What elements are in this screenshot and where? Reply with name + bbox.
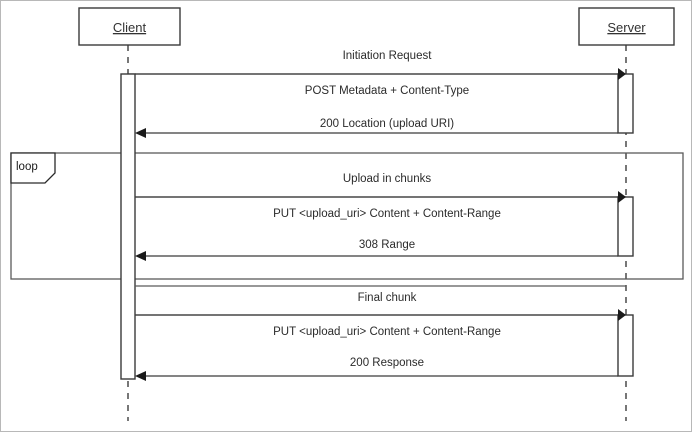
message-post-metadata[interactable]: POST Metadata + Content-Type xyxy=(135,68,626,97)
activation-bar-server-chunk xyxy=(617,196,634,257)
section-final-chunk: Final chunk xyxy=(135,285,626,316)
participant-client[interactable]: Client xyxy=(78,7,181,46)
loop-fragment[interactable]: loop xyxy=(10,152,684,280)
participant-box-server xyxy=(578,7,675,46)
participant-box-client xyxy=(78,7,181,46)
message-put-chunk[interactable]: PUT <upload_uri> Content + Content-Range xyxy=(135,191,626,220)
activation-bar-server-final xyxy=(617,314,634,377)
section-header-final-chunk: Final chunk xyxy=(358,292,417,304)
message-put-final[interactable]: PUT <upload_uri> Content + Content-Range xyxy=(135,309,626,338)
section-header-initiation: Initiation Request xyxy=(343,50,433,62)
message-label-post-metadata: POST Metadata + Content-Type xyxy=(305,85,469,97)
activation-bar-server-initiation xyxy=(617,73,634,134)
arrowhead-post-metadata xyxy=(618,68,626,80)
message-308-range[interactable]: 308 Range xyxy=(135,239,618,261)
participant-label-server: Server xyxy=(607,20,646,35)
arrowhead-200-response xyxy=(135,371,146,381)
message-200-location[interactable]: 200 Location (upload URI) xyxy=(135,118,618,138)
message-200-response[interactable]: 200 Response xyxy=(135,357,618,381)
section-initiation: Initiation Request xyxy=(128,50,626,75)
section-upload-chunks: Upload in chunks xyxy=(135,173,626,198)
arrowhead-put-chunk xyxy=(618,191,626,203)
loop-fragment-operator-label: loop xyxy=(16,161,38,173)
arrowhead-308-range xyxy=(135,251,146,261)
arrowhead-200-location xyxy=(135,128,146,138)
message-label-200-response: 200 Response xyxy=(350,357,424,369)
message-label-put-final: PUT <upload_uri> Content + Content-Range xyxy=(273,326,501,338)
loop-fragment-tab xyxy=(10,152,56,184)
participant-server[interactable]: Server xyxy=(578,7,675,46)
message-label-put-chunk: PUT <upload_uri> Content + Content-Range xyxy=(273,208,501,220)
message-label-200-location: 200 Location (upload URI) xyxy=(320,118,454,130)
activation-bar-client xyxy=(120,73,136,380)
message-label-308-range: 308 Range xyxy=(359,239,415,251)
section-header-upload-chunks: Upload in chunks xyxy=(343,173,431,185)
loop-fragment-frame xyxy=(10,152,684,280)
arrowhead-put-final xyxy=(618,309,626,321)
participant-label-client: Client xyxy=(113,20,147,35)
